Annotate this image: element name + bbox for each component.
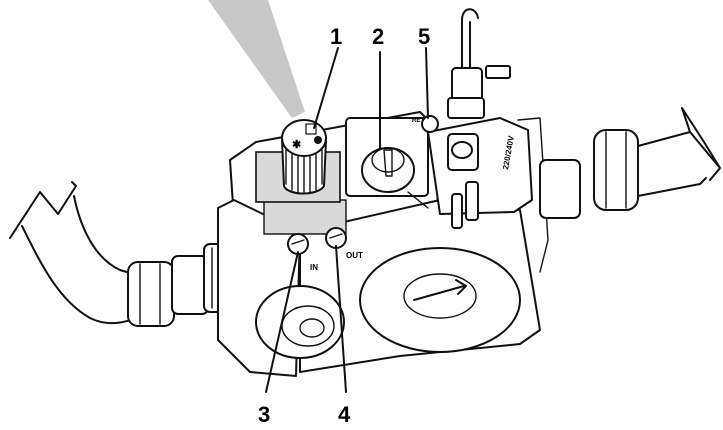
cable bbox=[447, 8, 511, 119]
callout-4: 4 bbox=[338, 402, 351, 427]
left-nut bbox=[127, 261, 175, 327]
flow-arrow bbox=[413, 279, 467, 301]
left-pipe bbox=[9, 181, 233, 327]
pressure-knob bbox=[345, 117, 429, 209]
knob-base bbox=[263, 199, 347, 235]
left-fitting bbox=[171, 255, 209, 315]
front-cover bbox=[359, 247, 521, 353]
leader-3 bbox=[265, 251, 299, 393]
solenoid-block: 220/240V RE bbox=[412, 115, 549, 273]
valve-body bbox=[217, 111, 541, 377]
inlet-test-point bbox=[287, 233, 309, 255]
leader-1 bbox=[313, 47, 339, 129]
svg-text:✱: ✱ bbox=[292, 139, 301, 151]
bottom-port bbox=[255, 285, 345, 359]
outlet-label: OUT bbox=[346, 251, 363, 260]
leader-lines bbox=[265, 47, 429, 393]
callout-2: 2 bbox=[372, 24, 384, 49]
callout-1: 1 bbox=[330, 24, 342, 49]
leader-4 bbox=[335, 245, 347, 393]
leader-5 bbox=[425, 47, 429, 119]
callout-5: 5 bbox=[418, 24, 430, 49]
button-mark: RE bbox=[412, 118, 420, 124]
right-fitting bbox=[539, 159, 581, 219]
callout-3: 3 bbox=[258, 402, 270, 427]
control-knob: ✱ bbox=[281, 119, 327, 195]
right-nut bbox=[593, 129, 639, 211]
reset-button bbox=[421, 115, 439, 133]
right-pipe bbox=[539, 107, 721, 219]
light-beam bbox=[208, 0, 305, 118]
test-points: IN OUT bbox=[287, 227, 363, 272]
inlet-label: IN bbox=[310, 263, 318, 272]
